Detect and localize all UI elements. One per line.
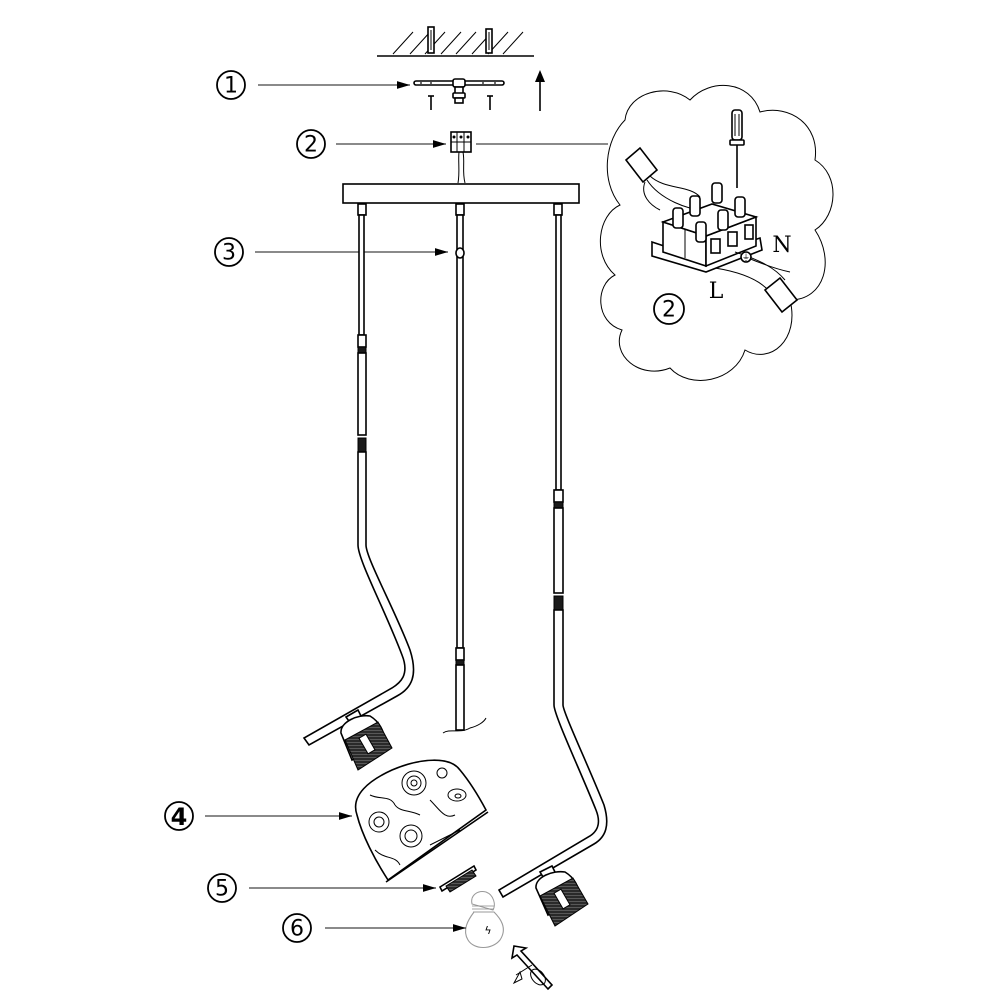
wall-plug-right [485,28,493,54]
shade-ring [438,864,478,893]
screw-right [487,95,493,110]
screw-in-rotation-icon [510,945,554,991]
terminal-block [450,131,472,184]
cable-output: ⏚ [714,251,799,314]
decorative-shade [354,759,489,883]
callout-6: 6 [282,913,466,943]
callout-4: 4 [164,801,352,831]
up-arrow-icon [535,70,545,111]
ceiling [377,26,534,57]
callout-5: 5 [207,873,436,903]
screw-left [428,95,434,110]
callout-3: 3 [214,237,448,267]
center-pendant-rod [442,214,487,734]
callout-2: 2 [296,129,608,159]
callout-3-label: 3 [222,241,236,266]
callout-1: 1 [216,70,410,100]
detail-callout-label: 2 [662,298,676,323]
earth-symbol-icon: ⏚ [742,253,750,262]
callout-1-label: 1 [224,74,238,99]
callout-6-label: 6 [290,917,304,942]
live-label: L [709,279,724,304]
canopy [342,183,580,216]
screwdriver-icon [729,109,745,188]
bulb-symbol-icon: ϟ [484,924,491,937]
terminal-block-detail [651,182,763,273]
callout-4-label: 4 [171,803,188,831]
wiring-detail-cloud: ⏚ N L 2 [599,84,834,381]
callout-2-label: 2 [304,133,318,158]
left-pendant-arm [302,214,415,747]
right-pendant-arm [497,214,608,899]
wall-plug-left [427,26,435,54]
mounting-bracket [413,78,505,104]
neutral-label: N [772,233,791,258]
right-lamp-socket [535,864,589,927]
callout-5-label: 5 [215,877,229,902]
left-lamp-socket [340,708,393,771]
light-bulb: ϟ [465,891,504,949]
